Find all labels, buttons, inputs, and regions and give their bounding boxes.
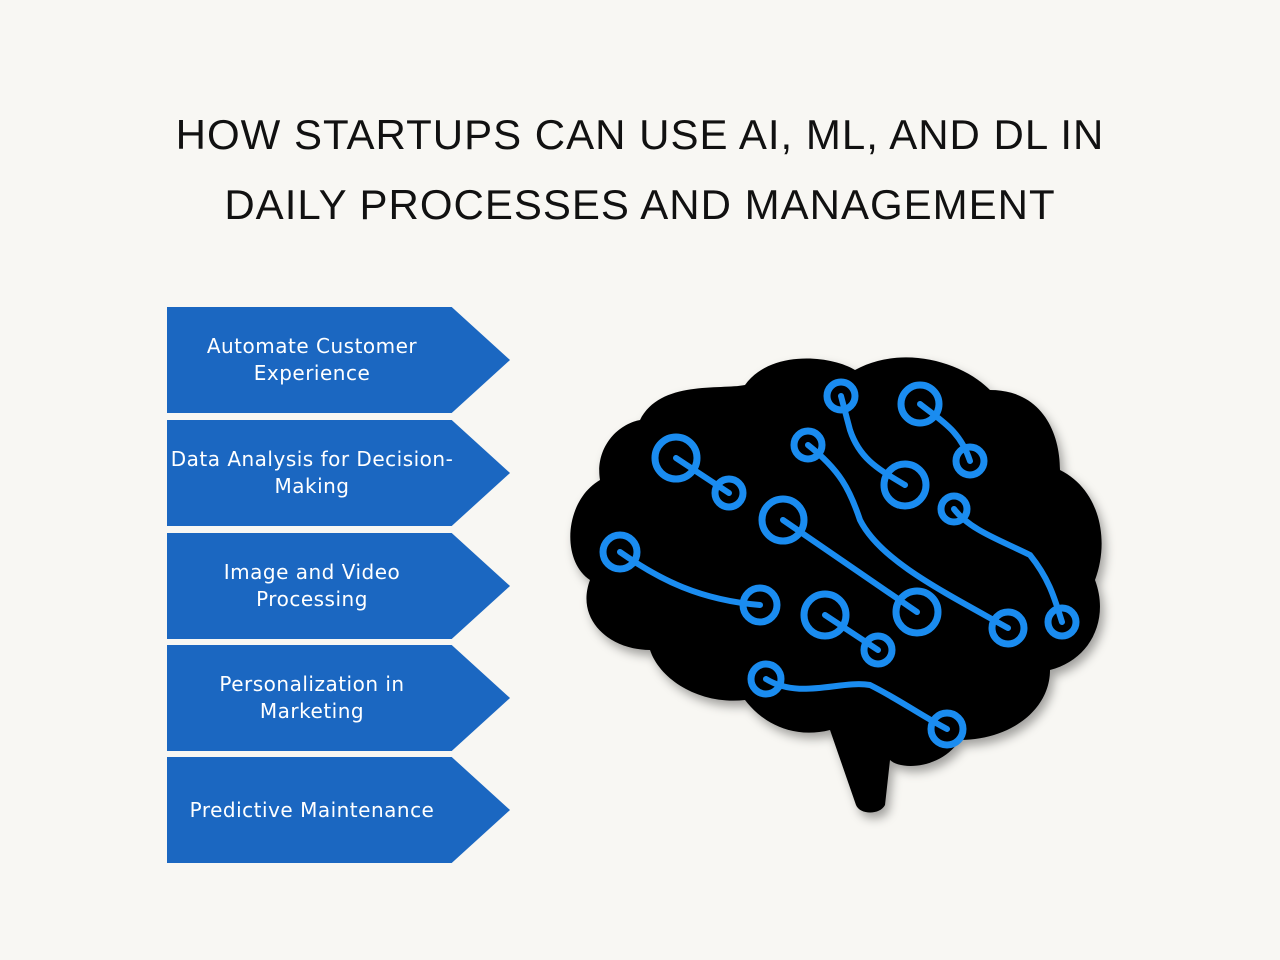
arrow-label: Predictive Maintenance [189, 797, 435, 822]
arrow-item-1: Automate Customer Experience [167, 307, 510, 413]
page-title: HOW STARTUPS CAN USE AI, ML, AND DL IN D… [0, 100, 1280, 240]
arrow-label: Image and Video Processing [223, 560, 401, 611]
arrow-item-2: Data Analysis for Decision-Making [167, 420, 510, 526]
arrow-label: Automate Customer Experience [206, 334, 418, 385]
arrow-label: Data Analysis for Decision-Making [170, 447, 454, 498]
arrow-label: Personalization in Marketing [219, 672, 405, 723]
arrow-item-3: Image and Video Processing [167, 533, 510, 639]
title-line-2: DAILY PROCESSES AND MANAGEMENT [224, 181, 1056, 228]
arrow-item-5: Predictive Maintenance [167, 757, 510, 863]
arrow-item-4: Personalization in Marketing [167, 645, 510, 751]
title-line-1: HOW STARTUPS CAN USE AI, ML, AND DL IN [175, 111, 1105, 158]
brain-circuit-icon [570, 357, 1102, 813]
